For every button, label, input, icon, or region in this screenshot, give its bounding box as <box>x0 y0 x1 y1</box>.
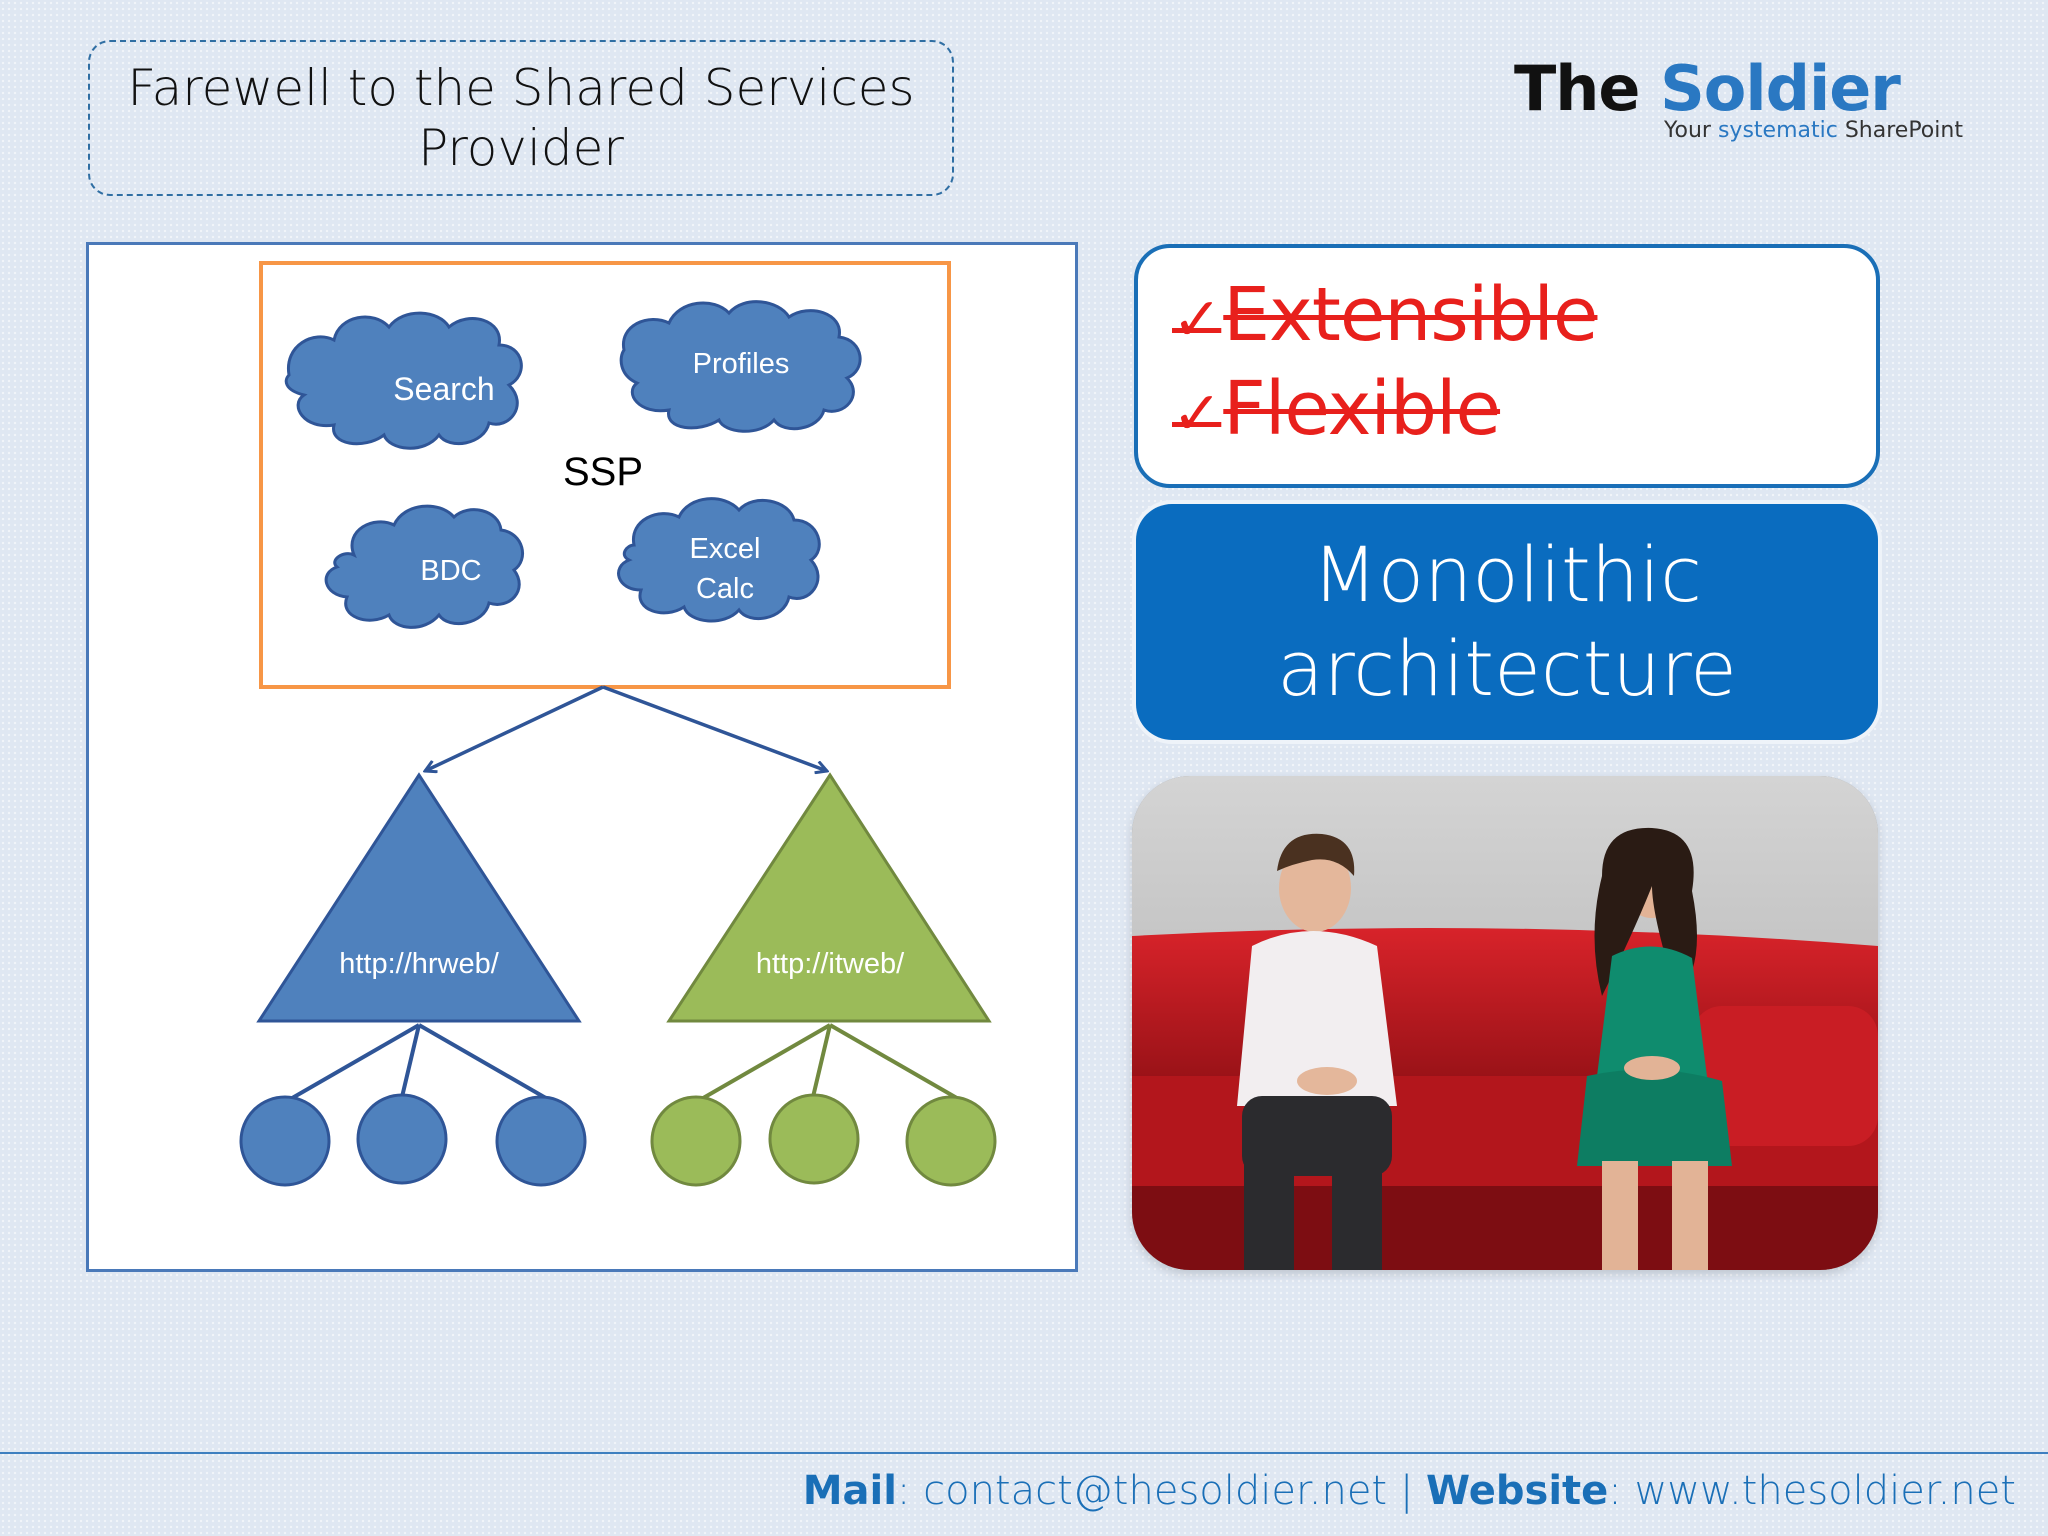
sofa-base <box>1132 1186 1878 1270</box>
check-icon: ✓ <box>1172 285 1222 355</box>
cloud-search-label: Search <box>393 371 494 407</box>
footer-mail-label: Mail <box>802 1468 897 1514</box>
hrweb-connectors <box>286 1023 552 1103</box>
logo-word-soldier: Soldier <box>1660 52 1901 125</box>
woman-figure <box>1577 827 1732 1270</box>
itweb-label: http://itweb/ <box>756 948 905 980</box>
slide-title: Farewell to the Shared Services Provider <box>88 40 954 196</box>
itweb-connectors <box>697 1023 963 1103</box>
feature-extensible-label: Extensible <box>1223 272 1598 358</box>
monolithic-callout: Monolithic architecture <box>1136 504 1878 740</box>
cloud-profiles-label: Profiles <box>693 348 790 380</box>
footer-mail-link[interactable]: contact@thesoldier.net <box>923 1468 1388 1514</box>
ssp-diagram-canvas: Search Profiles SSP BDC Excel Calc http:… <box>239 261 997 1187</box>
couple-photo-illustration <box>1132 776 1878 1270</box>
cloud-profiles: Profiles <box>619 300 862 433</box>
logo-tag-prefix: Your <box>1664 118 1711 143</box>
feature-extensible: ✓Extensible <box>1172 272 1598 358</box>
itweb-site-circle <box>768 1093 860 1185</box>
cloud-search: Search <box>284 311 523 450</box>
logo-wordmark: The Soldier <box>1514 52 1901 125</box>
features-box: ✓Extensible ✓Flexible <box>1134 244 1880 488</box>
footer-contact: Mail: contact@thesoldier.net | Website: … <box>802 1468 2016 1514</box>
itweb-site-circle <box>650 1095 742 1187</box>
man-figure <box>1237 833 1397 1270</box>
footer-divider <box>0 1452 2048 1454</box>
logo-tag-suffix: SharePoint <box>1844 118 1963 143</box>
hrweb-site-circle <box>239 1095 331 1187</box>
hrweb-site-circle <box>495 1095 587 1187</box>
check-icon: ✓ <box>1172 379 1222 449</box>
cloud-bdc: BDC <box>324 504 524 629</box>
web-app-itweb: http://itweb/ <box>666 772 992 1023</box>
callout-line2: architecture <box>1277 624 1737 713</box>
cloud-excel-calc-label-line2: Calc <box>696 573 754 605</box>
web-app-hrweb: http://hrweb/ <box>256 772 582 1023</box>
couple-on-sofa-photo <box>1132 776 1878 1270</box>
cloud-excel-calc-label-line1: Excel <box>690 533 761 565</box>
cloud-excel-calc: Excel Calc <box>617 497 821 623</box>
company-logo: The Soldier Your systematic SharePoint <box>1510 52 1990 152</box>
callout-line1: Monolithic <box>1312 530 1702 619</box>
hrweb-site-circle <box>356 1093 448 1185</box>
cloud-bdc-label: BDC <box>420 555 481 587</box>
logo-tag-highlight: systematic <box>1717 118 1838 143</box>
footer-website-label: Website <box>1426 1468 1609 1514</box>
logo-tagline: Your systematic SharePoint <box>1664 118 1963 143</box>
feature-flexible: ✓Flexible <box>1172 366 1501 452</box>
ssp-label: SSP <box>563 450 643 494</box>
hrweb-label: http://hrweb/ <box>339 948 500 980</box>
footer-website-link[interactable]: www.thesoldier.net <box>1634 1468 2016 1514</box>
logo-word-the: The <box>1514 52 1640 125</box>
footer-separator: | <box>1399 1468 1414 1514</box>
arrow-to-hrweb <box>425 685 604 771</box>
feature-flexible-label: Flexible <box>1223 366 1501 452</box>
arrow-to-itweb <box>602 685 827 771</box>
ssp-diagram: Search Profiles SSP BDC Excel Calc http:… <box>86 242 1078 1272</box>
slide-title-text: Farewell to the Shared Services Provider <box>127 59 915 177</box>
itweb-site-circle <box>905 1095 997 1187</box>
